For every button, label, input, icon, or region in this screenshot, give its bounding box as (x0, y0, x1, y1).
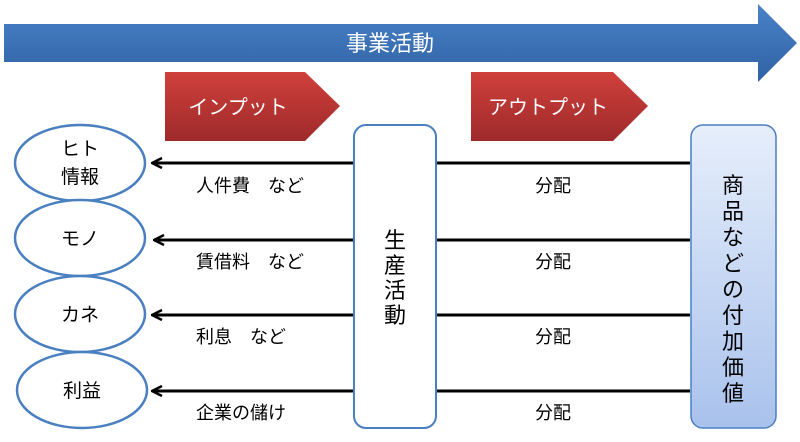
distribution-label: 分配 (535, 403, 571, 424)
value-added-box: 商 品 な ど の 付 加 価 値 (690, 124, 777, 429)
value-char: の (722, 278, 744, 303)
distribution-labels: 分配 分配 分配 分配 (535, 176, 571, 424)
resource-profit (15, 350, 149, 430)
cost-label: 利息 など (196, 327, 286, 348)
value-char: 品 (722, 200, 744, 225)
production-char: 活 (384, 279, 406, 304)
input-phase-label: インプット (188, 95, 287, 119)
cost-labels: 人件費 など 賃借料 など 利息 など 企業の儲け (196, 176, 304, 424)
cost-label: 企業の儲け (196, 403, 286, 424)
value-char: 値 (722, 382, 744, 407)
resource-label: モノ (61, 228, 99, 250)
resource-label: 利益 (63, 380, 101, 402)
distribution-label: 分配 (535, 327, 571, 348)
resource-label: ヒト (61, 138, 99, 160)
distribution-label: 分配 (535, 252, 571, 273)
input-phase-arrow: インプット (165, 72, 340, 141)
production-activity-box: 生 産 活 動 (353, 124, 437, 429)
value-char: 加 (722, 330, 744, 355)
production-char: 動 (384, 304, 406, 329)
cost-label: 賃借料 など (196, 252, 304, 273)
resource-label: 情報 (61, 166, 99, 188)
resource-label: カネ (61, 304, 99, 326)
output-phase-label: アウトプット (488, 95, 608, 119)
resource-ellipses: ヒト 情報 モノ カネ 利益 (13, 123, 149, 430)
distribution-label: 分配 (535, 176, 571, 197)
output-phase-arrow: アウトプット (471, 72, 648, 141)
production-char: 生 (384, 229, 406, 254)
business-activity-label: 事業活動 (346, 32, 434, 57)
production-char: 産 (384, 254, 406, 279)
resource-people-info (13, 123, 147, 203)
cost-label: 人件費 など (196, 176, 304, 197)
business-activity-arrow: 事業活動 (4, 4, 797, 82)
value-char: 価 (722, 356, 744, 381)
value-char: ど (722, 252, 744, 277)
value-char: 付 (722, 304, 744, 329)
value-char: な (722, 226, 744, 251)
value-char: 商 (722, 174, 744, 199)
